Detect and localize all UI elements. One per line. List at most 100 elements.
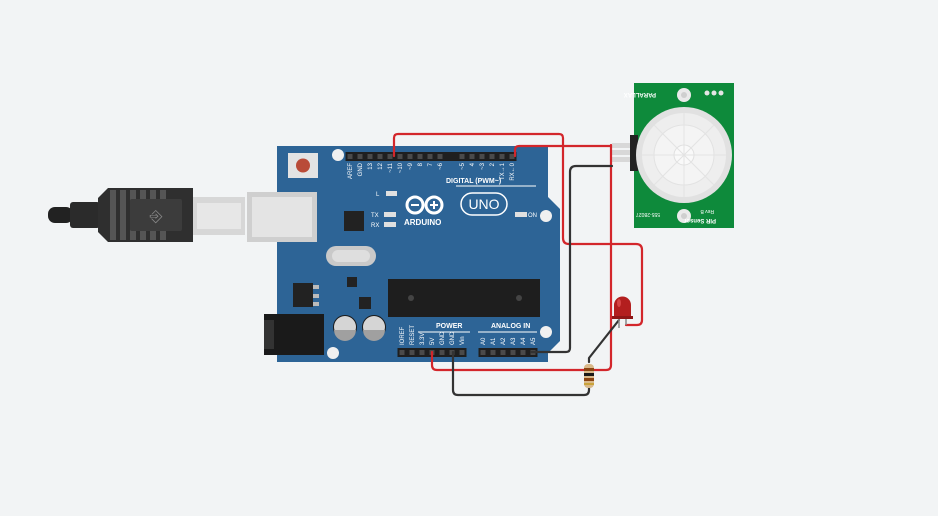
digital-pin-label: 4 — [470, 162, 476, 166]
analog-pin[interactable] — [520, 350, 526, 355]
digital-pin[interactable] — [347, 154, 353, 159]
analog-in-label: ANALOG IN — [491, 323, 530, 330]
digital-pin-label: 7 — [428, 162, 434, 166]
wire-red-5v-to-pir-vcc[interactable] — [430, 143, 613, 372]
analog-pin[interactable] — [480, 350, 486, 355]
digital-pin-label: ~5 — [460, 162, 466, 170]
pir-part-number-label: 555-28027 — [636, 211, 660, 217]
digital-pin-label: TX→1 — [500, 162, 506, 180]
wire-black-gnd-to-pir[interactable] — [529, 164, 614, 354]
led-on-indicator — [515, 212, 527, 217]
power-pin[interactable] — [439, 350, 445, 355]
mount-hole — [540, 210, 552, 222]
analog-pin-label: A0 — [481, 337, 487, 345]
digital-pin[interactable] — [499, 154, 505, 159]
analog-pin[interactable] — [510, 350, 516, 355]
atmega-chip — [388, 279, 540, 317]
digital-pin-label: RX←0 — [510, 162, 516, 180]
digital-pin[interactable] — [357, 154, 363, 159]
digital-pin-label: 8 — [418, 162, 424, 166]
digital-pin-label: ~9 — [408, 162, 414, 170]
arduino-logo-icon — [405, 195, 444, 215]
power-pin-label: GND — [450, 331, 456, 345]
analog-pin-label: A1 — [491, 337, 497, 345]
usb-symbol-icon: ⎆ — [150, 208, 163, 225]
digital-pin[interactable] — [437, 154, 443, 159]
digital-pin[interactable] — [489, 154, 495, 159]
pir-title-label: PIR Sensor — [683, 217, 716, 223]
analog-pin[interactable] — [500, 350, 506, 355]
digital-pin[interactable] — [367, 154, 373, 159]
analog-pin[interactable] — [490, 350, 496, 355]
led-rx-indicator — [384, 222, 396, 227]
led-l-indicator — [386, 191, 397, 196]
uno-badge — [460, 192, 508, 216]
led-rx-label: RX — [371, 223, 379, 229]
analog-pin-label: A3 — [511, 337, 517, 345]
power-pin[interactable] — [419, 350, 425, 355]
capacitor — [362, 315, 386, 341]
led-tx-label: TX — [371, 213, 379, 219]
digital-pin-label: 2 — [490, 162, 496, 166]
digital-pin[interactable] — [387, 154, 393, 159]
capacitor — [333, 315, 357, 341]
digital-pin-label: ~6 — [438, 162, 444, 170]
digital-pin-label: ~10 — [398, 162, 404, 173]
digital-pin-label: ~3 — [480, 162, 486, 170]
digital-pin-label: 12 — [378, 162, 384, 169]
power-pin[interactable] — [409, 350, 415, 355]
usb-chip — [344, 211, 364, 231]
digital-pwm-label: DIGITAL (PWM~) — [446, 178, 501, 185]
digital-pin[interactable] — [397, 154, 403, 159]
power-pin-label: GND — [440, 331, 446, 345]
arduino-uno-board[interactable]: L TX RX ON ARDUINO UNO DIGITAL (PWM~) PO… — [247, 146, 560, 362]
pir-sensor[interactable]: PARALLAX PIR Sensor Rev B 555-28027 — [612, 83, 734, 228]
power-pin-label: Vin — [460, 336, 466, 345]
wire-black-resistor-to-led[interactable] — [587, 318, 621, 364]
digital-pin[interactable] — [459, 154, 465, 159]
wire-black-gnd-to-resistor[interactable] — [451, 350, 591, 397]
analog-pin-label: A2 — [501, 337, 507, 345]
digital-pin[interactable] — [427, 154, 433, 159]
pir-brand-label: PARALLAX — [624, 91, 656, 97]
arduino-brand: ARDUINO — [404, 218, 441, 227]
digital-pin-label: AREF — [348, 163, 354, 179]
voltage-regulator — [293, 283, 313, 307]
digital-pin-label: ~11 — [388, 162, 394, 172]
power-pin-label: 5V — [430, 338, 436, 345]
wire-red-pin13-to-led[interactable] — [392, 132, 644, 327]
mount-hole — [332, 149, 344, 161]
digital-pin[interactable] — [509, 154, 515, 159]
led-tx-indicator — [384, 212, 396, 217]
led-on-label: ON — [528, 213, 537, 219]
analog-pin-label: A4 — [521, 337, 527, 345]
led-l-label: L — [376, 192, 380, 198]
digital-pin-label: GND — [358, 162, 364, 176]
reset-button[interactable] — [288, 153, 318, 178]
wire-red-pin2-to-pir-out[interactable] — [513, 144, 613, 158]
digital-pin[interactable] — [417, 154, 423, 159]
mount-hole — [327, 347, 339, 359]
red-led[interactable] — [612, 296, 633, 329]
power-pin-label: RESET — [410, 325, 416, 345]
usb-cable[interactable]: ⎆ — [48, 188, 245, 242]
digital-pin[interactable] — [469, 154, 475, 159]
wires[interactable] — [392, 132, 644, 397]
digital-pin[interactable] — [377, 154, 383, 159]
power-label: POWER — [436, 323, 462, 330]
pir-revision-label: Rev B — [700, 208, 714, 214]
model-label: UNO — [468, 196, 499, 212]
power-pin[interactable] — [459, 350, 465, 355]
power-pin-label: IOREF — [400, 326, 406, 345]
digital-pin[interactable] — [407, 154, 413, 159]
analog-pin-label: A5 — [531, 337, 537, 345]
mount-hole — [540, 326, 552, 338]
digital-pin[interactable] — [479, 154, 485, 159]
resistor[interactable] — [584, 364, 594, 388]
power-pin-label: 3.3V — [420, 333, 426, 345]
pir-dome — [636, 107, 732, 203]
power-jack — [264, 314, 324, 355]
power-pin[interactable] — [399, 350, 405, 355]
